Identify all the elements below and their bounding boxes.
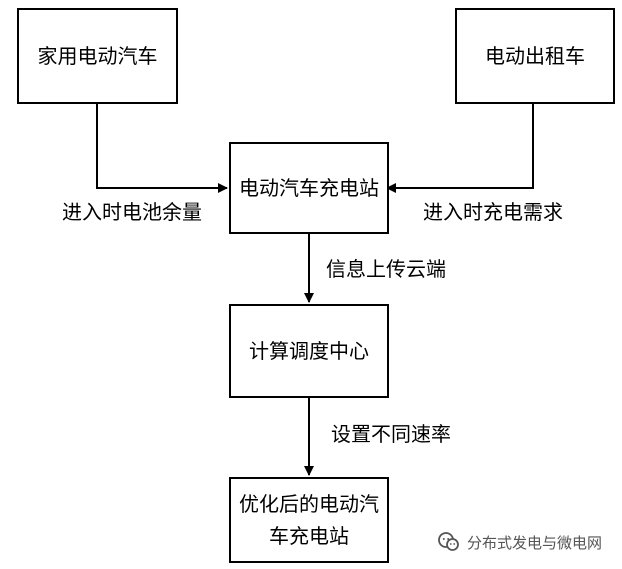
electric-taxi-box: 电动出租车 <box>455 8 615 104</box>
watermark: 分布式发电与微电网 <box>437 527 602 557</box>
electric-taxi-label: 电动出租车 <box>485 44 585 68</box>
home-ev-to-station-arrow <box>96 103 228 193</box>
dispatch-center-label: 计算调度中心 <box>249 339 369 363</box>
taxi-to-station-label: 进入时充电需求 <box>423 200 563 224</box>
home-ev-box: 家用电动汽车 <box>17 8 178 104</box>
station-to-center-label: 信息上传云端 <box>326 257 446 281</box>
center-to-optimized-label: 设置不同速率 <box>331 422 451 446</box>
charging-station-box: 电动汽车充电站 <box>229 142 389 234</box>
watermark-text: 分布式发电与微电网 <box>467 533 603 552</box>
home-to-station-label: 进入时电池余量 <box>62 200 202 224</box>
wechat-chat-icon <box>438 532 459 551</box>
charging-station-label: 电动汽车充电站 <box>239 176 379 200</box>
home-ev-label: 家用电动汽车 <box>37 44 158 68</box>
optimized-station-label-line2: 车充电站 <box>269 524 349 548</box>
optimized-station-box: 优化后的电动汽 车充电站 <box>229 477 389 563</box>
taxi-to-station-arrow <box>386 103 534 193</box>
optimized-station-label-line1: 优化后的电动汽 <box>239 492 379 516</box>
dispatch-center-box: 计算调度中心 <box>229 304 389 398</box>
